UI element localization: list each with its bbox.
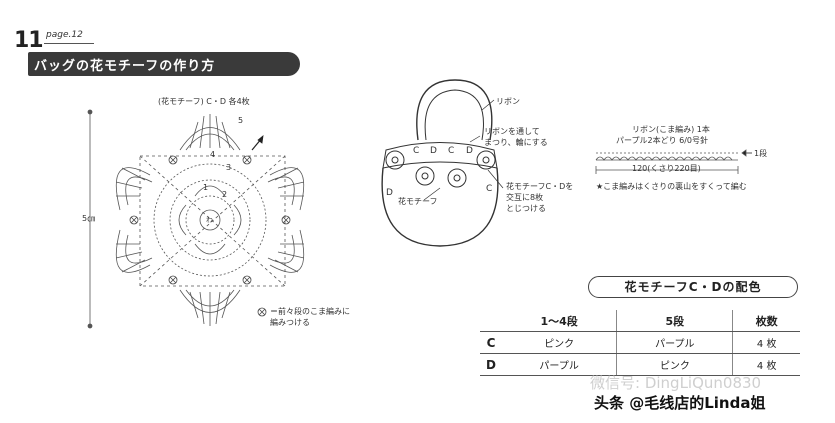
petal-lower-left bbox=[115, 229, 153, 273]
cd-letter-4: D bbox=[466, 146, 473, 156]
petal-lower-right bbox=[267, 229, 305, 273]
round-label-5: 5 bbox=[238, 116, 244, 125]
table-header: 5段 bbox=[616, 310, 733, 332]
motif-label: 花モチーフ bbox=[398, 197, 438, 206]
petal-top bbox=[179, 114, 241, 151]
ribbon-through-note: リボンを通して まつり、輪にする bbox=[484, 127, 548, 147]
table-cell: C bbox=[480, 331, 502, 354]
bag-rim bbox=[382, 142, 498, 169]
cross-mark-icon bbox=[129, 155, 291, 317]
ribbon-note: ★こま編みはくさりの裏山をすくって編む bbox=[596, 182, 747, 191]
color-table-title: 花モチーフC・Dの配色 bbox=[588, 276, 798, 298]
petal-bottom bbox=[179, 289, 241, 326]
color-table: 1～4段 5段 枚数 C ピンク パープル 4 枚 D パープル ピンク 4 枚 bbox=[480, 310, 800, 376]
table-header: 枚数 bbox=[732, 310, 800, 332]
table-cell: ピンク bbox=[502, 331, 617, 354]
cd-letter-2: D bbox=[430, 146, 437, 156]
center-mark: わ bbox=[206, 216, 213, 224]
table-header bbox=[480, 310, 502, 332]
table-cell: ピンク bbox=[616, 353, 733, 376]
ribbon-row-label: 1段 bbox=[754, 149, 768, 158]
table-header-row: 1～4段 5段 枚数 bbox=[480, 310, 800, 332]
page-label: page.12 bbox=[46, 30, 83, 40]
center-ring bbox=[199, 209, 221, 231]
side-letter-d: D bbox=[386, 188, 393, 198]
petal-upper-right bbox=[267, 167, 305, 211]
cd-letter-3: C bbox=[448, 146, 455, 156]
cd-letter-1: C bbox=[413, 146, 420, 156]
table-cell: パープル bbox=[502, 353, 617, 376]
page-number: 11 bbox=[14, 28, 44, 53]
watermark-wechat: 微信号: DingLiQun0830 bbox=[590, 374, 762, 392]
bag-body bbox=[381, 167, 499, 247]
round-label-2: 2 bbox=[222, 190, 228, 199]
watermark-toutiao: 头条 @毛线店的Linda姐 bbox=[594, 394, 766, 412]
motif-attach-note: 花モチーフC・Dを 交互に8枚 とじつける bbox=[506, 182, 574, 213]
page-underline bbox=[44, 43, 94, 44]
ribbon-title: リボン(こま編み) 1本 bbox=[632, 125, 710, 134]
motif-chart bbox=[87, 109, 305, 329]
round-label-3: 3 bbox=[226, 163, 232, 172]
table-row: D パープル ピンク 4 枚 bbox=[480, 353, 800, 376]
page-title: バッグの花モチーフの作り方 bbox=[34, 59, 216, 74]
ribbon-yarn: パープル2本どり 6/0号針 bbox=[616, 136, 709, 145]
round-label-4: 4 bbox=[210, 150, 216, 159]
bag-handle bbox=[416, 79, 493, 141]
bag-illustration bbox=[381, 79, 504, 247]
flower-motif-icon bbox=[385, 150, 496, 188]
table-header: 1～4段 bbox=[502, 310, 617, 332]
side-letter-c: C bbox=[486, 184, 493, 194]
ribbon-label: リボン bbox=[496, 97, 520, 106]
ribbon-chain-label: 120(くさり220目) bbox=[632, 164, 701, 173]
table-cell: パープル bbox=[616, 331, 733, 354]
motif-guide bbox=[139, 155, 286, 287]
round-label-1: 1 bbox=[203, 183, 209, 192]
table-cell: 4 枚 bbox=[732, 331, 800, 354]
table-cell: 4 枚 bbox=[732, 353, 800, 376]
motif-caption: (花モチーフ) C・D 各4枚 bbox=[158, 97, 250, 106]
motif-note: ＝前々段のこま編みに 編みつける bbox=[270, 307, 350, 327]
petal-upper-left bbox=[115, 167, 153, 211]
title-bar bbox=[28, 52, 300, 76]
size-label: 5㎝ bbox=[82, 214, 96, 223]
table-row: C ピンク パープル 4 枚 bbox=[480, 331, 800, 354]
table-cell: D bbox=[480, 353, 502, 376]
ribbon-diagram bbox=[595, 149, 752, 174]
